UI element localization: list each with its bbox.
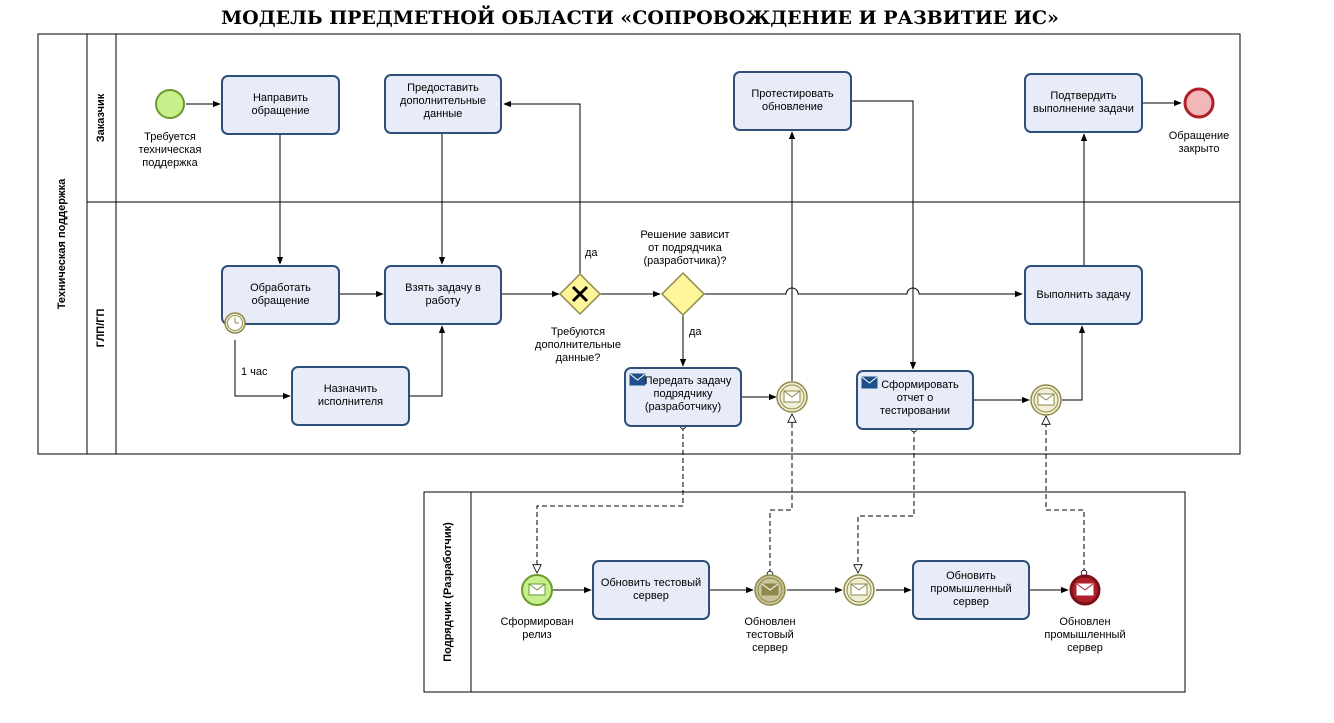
- envelope-icon: [761, 583, 779, 596]
- end-event[interactable]: [1183, 87, 1215, 119]
- pool-label-contractor: Подрядчик (Разработчик): [442, 522, 454, 662]
- envelope-icon: [528, 583, 546, 596]
- lane-label-glp: ГЛП/ГП: [95, 309, 107, 348]
- flow-label-yes-1: да: [585, 247, 598, 259]
- message-catch-event-2[interactable]: [1030, 384, 1062, 416]
- message-throw-event-test-updated[interactable]: [754, 574, 786, 606]
- message-catch-event-1[interactable]: [776, 381, 808, 413]
- task-do-task[interactable]: Выполнить задачу: [1024, 265, 1143, 325]
- timer-icon[interactable]: [224, 312, 246, 334]
- gateway-depends-on-contractor[interactable]: [660, 271, 706, 317]
- flow-label-timer: 1 час: [241, 366, 268, 378]
- send-message-icon: [861, 376, 878, 389]
- envelope-icon: [1076, 583, 1094, 596]
- pool-contractor: Подрядчик (Разработчик): [423, 491, 1186, 693]
- start-event[interactable]: [155, 89, 185, 119]
- x-icon: [571, 285, 589, 303]
- send-message-icon: [629, 373, 646, 386]
- envelope-icon: [1037, 393, 1055, 406]
- message-flows: [537, 414, 1084, 574]
- message-start-event-release[interactable]: [521, 574, 553, 606]
- sequence-flows: [186, 99, 1182, 594]
- lane-label-customer: Заказчик: [95, 93, 107, 142]
- message-end-event-prod-updated[interactable]: [1069, 574, 1101, 606]
- pool-label-support: Техническая поддержка: [56, 178, 68, 309]
- message-catch-event-3[interactable]: [843, 574, 875, 606]
- envelope-icon: [783, 390, 801, 403]
- flow-label-yes-2: да: [689, 326, 702, 338]
- page-title: МОДЕЛЬ ПРЕДМЕТНОЙ ОБЛАСТИ «СОПРОВОЖДЕНИЕ…: [221, 5, 1059, 29]
- svg-text:Выполнить задачу: Выполнить задачу: [1036, 289, 1131, 301]
- envelope-icon: [850, 583, 868, 596]
- exclusive-gateway-need-data[interactable]: [558, 272, 602, 316]
